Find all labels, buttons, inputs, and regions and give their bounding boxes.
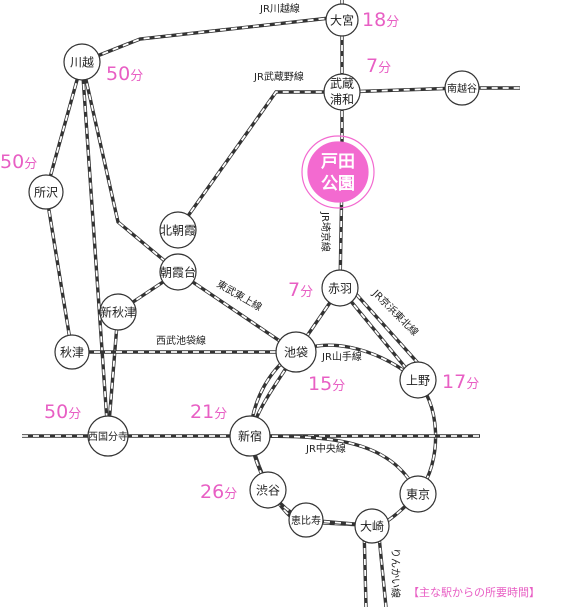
station-asakadai[interactable]: 朝霞台 bbox=[159, 253, 197, 291]
station-label: 池袋 bbox=[284, 346, 308, 360]
station-label: 渋谷 bbox=[256, 484, 280, 498]
travel-time-ikebukuro: 15分 bbox=[308, 373, 345, 395]
station-shinjuku[interactable]: 新宿 bbox=[229, 415, 271, 457]
station-shibuya[interactable]: 渋谷 bbox=[249, 471, 287, 509]
station-label: 上野 bbox=[406, 374, 430, 388]
station-label: 大崎 bbox=[360, 520, 384, 534]
station-tokyo[interactable]: 東京 bbox=[399, 475, 437, 513]
travel-time-shinjuku: 21分 bbox=[190, 401, 227, 423]
line-label-yamanote: JR山手線 bbox=[321, 350, 362, 363]
station-label: 恵比寿 bbox=[291, 514, 321, 527]
track-kawagoe-line bbox=[81, 16, 331, 64]
station-ueno[interactable]: 上野 bbox=[399, 361, 437, 399]
station-label: 南越谷 bbox=[447, 82, 477, 95]
travel-time-ueno: 17分 bbox=[442, 371, 479, 393]
station-label: 北朝霞 bbox=[160, 224, 196, 238]
station-tokorozawa[interactable]: 所沢 bbox=[28, 174, 64, 210]
station-toda-koen[interactable]: 戸田 公園 bbox=[301, 135, 375, 209]
station-nishi-kokubunji[interactable]: 西国分寺 bbox=[87, 415, 129, 457]
travel-time-omiya: 18分 bbox=[362, 9, 399, 31]
line-label-seibu-ikebukuro: 西武池袋線 bbox=[156, 334, 206, 347]
station-osaki[interactable]: 大崎 bbox=[354, 508, 390, 544]
station-minami-koshigaya[interactable]: 南越谷 bbox=[444, 70, 480, 106]
station-label: 赤羽 bbox=[328, 282, 352, 296]
station-label-line1: 武蔵 bbox=[330, 77, 354, 91]
station-label: 川越 bbox=[70, 56, 94, 70]
station-label: 朝霞台 bbox=[160, 265, 196, 280]
station-akabane[interactable]: 赤羽 bbox=[321, 269, 359, 307]
travel-time-shibuya: 26分 bbox=[200, 481, 237, 503]
travel-time-kawagoe: 50分 bbox=[106, 63, 143, 85]
line-label-kawagoe: JR川越線 bbox=[259, 2, 300, 15]
station-label-line2: 公園 bbox=[321, 174, 355, 194]
station-label: 新宿 bbox=[238, 429, 262, 444]
station-kawagoe[interactable]: 川越 bbox=[63, 43, 101, 81]
station-label: 秋津 bbox=[60, 346, 84, 360]
line-label-saikyo: JR埼京線 bbox=[319, 211, 332, 252]
station-ebisu[interactable]: 恵比寿 bbox=[288, 502, 324, 538]
station-omiya[interactable]: 大宮 bbox=[325, 3, 359, 37]
station-ikebukuro[interactable]: 池袋 bbox=[275, 331, 317, 373]
station-label: 新秋津 bbox=[100, 305, 136, 320]
station-label-line1: 戸田 bbox=[321, 152, 355, 172]
line-label-chuo: JR中央線 bbox=[305, 442, 346, 455]
travel-time-musashi-urawa: 7分 bbox=[366, 55, 391, 77]
travel-time-tokorozawa: 50分 bbox=[0, 151, 37, 173]
station-label: 所沢 bbox=[34, 186, 58, 200]
station-label: 東京 bbox=[406, 488, 430, 502]
station-label: 西国分寺 bbox=[88, 431, 128, 443]
line-label-tobu-tojo: 東武東上線 bbox=[215, 277, 265, 313]
station-musashi-urawa[interactable]: 武蔵 浦和 bbox=[323, 73, 361, 111]
station-label: 大宮 bbox=[330, 13, 354, 28]
line-label-rinkai: りんかい線 bbox=[389, 548, 402, 598]
station-shin-akitsu[interactable]: 新秋津 bbox=[99, 293, 137, 331]
station-akitsu[interactable]: 秋津 bbox=[54, 334, 90, 370]
line-label-musashino: JR武蔵野線 bbox=[253, 70, 304, 83]
station-kita-asaka[interactable]: 北朝霞 bbox=[159, 211, 197, 249]
travel-time-nishi-kokubunji: 50分 bbox=[44, 401, 81, 423]
station-label-line2: 浦和 bbox=[330, 93, 354, 107]
travel-time-akabane: 7分 bbox=[288, 279, 313, 301]
legend-caption: 【主な駅からの所要時間】 bbox=[408, 586, 540, 599]
